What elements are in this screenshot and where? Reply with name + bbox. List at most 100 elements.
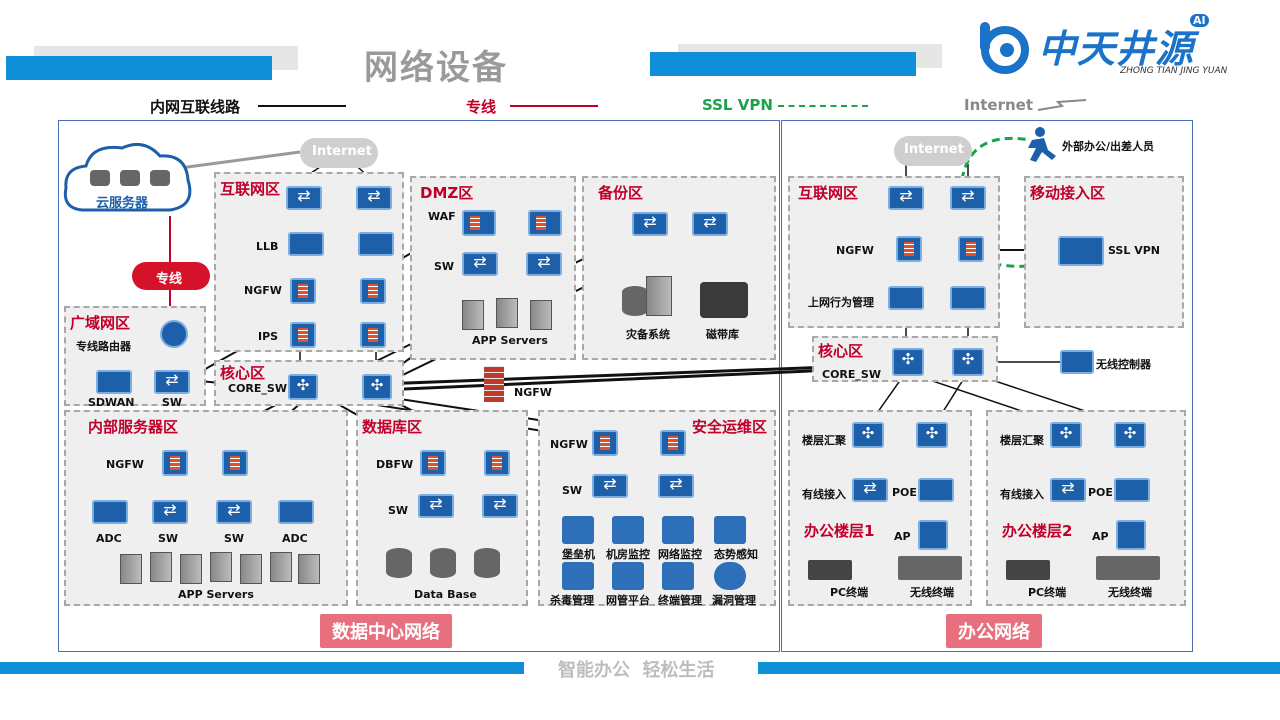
floor2-pc-icon <box>1006 560 1050 580</box>
secops-ngfw-left-icon <box>592 430 618 456</box>
dc-ngfw-left-icon <box>290 278 316 304</box>
legend-sslvpn-label: SSL VPN <box>702 96 773 114</box>
internal-ngfw-label: NGFW <box>106 458 144 471</box>
ips-right-icon <box>360 322 386 348</box>
core-switch-right-icon <box>362 374 392 400</box>
floor2-agg-right-icon <box>1114 422 1146 448</box>
header-bar-left-blue <box>6 56 272 80</box>
waf-left-icon <box>462 210 496 236</box>
floor1-poe-label: POE <box>892 486 917 499</box>
floor1-pc-icon <box>808 560 852 580</box>
floor1-access-icon <box>852 478 888 502</box>
brand-logo: 中天井源 AI ZHONG TIAN JING YUAN <box>972 14 1242 80</box>
dmz-server-icon <box>530 300 552 330</box>
floor1-access-label: 有线接入 <box>802 488 846 501</box>
disaster-label: 灾备系统 <box>626 328 670 341</box>
internal-switch-right-icon <box>216 500 252 524</box>
floor1-ap-icon <box>918 520 948 550</box>
zone-secops-title: 安全运维区 <box>692 418 768 436</box>
dbfw-right-icon <box>484 450 510 476</box>
internet-cloud-dc-label: Internet <box>312 144 372 159</box>
llb-right-icon <box>358 232 394 256</box>
network-monitor-icon <box>662 516 694 544</box>
dbfw-label: DBFW <box>376 458 414 471</box>
behavior-mgmt-label: 上网行为管理 <box>808 296 874 309</box>
wlc-label: 无线控制器 <box>1096 358 1151 371</box>
ips-left-icon <box>290 322 316 348</box>
internal-server-icon <box>120 554 142 584</box>
legend-intranet-line <box>258 105 346 107</box>
bastion-icon <box>562 516 594 544</box>
logo-subtitle: ZHONG TIAN JING YUAN <box>1120 66 1228 76</box>
floor1-name: 办公楼层1 <box>804 522 875 540</box>
office-ngfw-label: NGFW <box>836 244 874 257</box>
internal-server-icon <box>270 552 292 582</box>
vuln-mgmt-icon <box>714 562 746 590</box>
floor2-access-label: 有线接入 <box>1000 488 1044 501</box>
dmz-sw-label: SW <box>434 260 455 273</box>
internal-server-icon <box>298 554 320 584</box>
db-sw-label: SW <box>388 504 409 517</box>
logo-text: 中天井源 <box>1038 27 1195 71</box>
zone-internet-office-title: 互联网区 <box>798 184 859 202</box>
secops-item-0: 堡垒机 <box>562 548 595 561</box>
router-label: 专线路由器 <box>76 340 131 353</box>
office-frame <box>781 120 1193 652</box>
floor2-agg-left-icon <box>1050 422 1082 448</box>
antivirus-icon <box>562 562 594 590</box>
floor2-agg-label: 楼层汇聚 <box>1000 434 1044 447</box>
backup-switch-right-icon <box>692 212 728 236</box>
llb-left-icon <box>288 232 324 256</box>
dedicated-cloud <box>132 262 210 290</box>
llb-label: LLB <box>256 240 279 253</box>
floor1-agg-left-icon <box>852 422 884 448</box>
remote-worker-label: 外部办公/出差人员 <box>1062 140 1155 153</box>
tape-label: 磁带库 <box>706 328 739 341</box>
secops-item-7: 漏洞管理 <box>712 594 756 607</box>
wan-switch-icon <box>154 370 190 394</box>
disaster-storage-icon <box>622 286 648 316</box>
behavior-mgmt-right-icon <box>950 286 986 310</box>
sslvpn-gateway-icon <box>1058 236 1104 266</box>
dmz-servers-label: APP Servers <box>472 334 548 347</box>
internal-ngfw-right-icon <box>222 450 248 476</box>
zone-backup <box>582 176 776 360</box>
db-switch-right-icon <box>482 494 518 518</box>
office-ngfw-right-icon <box>958 236 984 262</box>
secops-item-5: 网管平台 <box>606 594 650 607</box>
floor1-wireless-label: 无线终端 <box>910 586 954 599</box>
office-core-switch-left-icon <box>892 348 924 376</box>
cloud-server: 云服务器 <box>60 140 196 216</box>
core-sw-label: CORE_SW <box>228 382 287 395</box>
wan-sw-label: SW <box>162 396 183 409</box>
dc-ngfw-right-icon <box>360 278 386 304</box>
dmz-switch-left-icon <box>462 252 498 276</box>
zone-mobile <box>1024 176 1184 328</box>
disaster-server-icon <box>646 276 672 316</box>
zone-internet-dc-title: 互联网区 <box>220 180 281 198</box>
floor2-ap-icon <box>1116 520 1146 550</box>
floor1-agg-label: 楼层汇聚 <box>802 434 846 447</box>
backup-switch-left-icon <box>632 212 668 236</box>
internet-line-cloud <box>179 150 301 170</box>
office-internet-switch-left-icon <box>888 186 924 210</box>
legend-dedicated-line <box>510 105 598 107</box>
legend-internet-bolt-icon <box>1037 99 1087 111</box>
datacenter-frame <box>58 120 780 652</box>
floor2-name: 办公楼层2 <box>1002 522 1073 540</box>
floor2-wireless-icon <box>1096 556 1160 580</box>
internet-switch-right-icon <box>356 186 392 210</box>
adc-right-label: ADC <box>282 532 308 545</box>
internal-sw1-label: SW <box>158 532 179 545</box>
adc-left-label: ADC <box>96 532 122 545</box>
room-monitor-icon <box>612 516 644 544</box>
zone-dmz-title: DMZ区 <box>420 184 474 202</box>
dmz-switch-right-icon <box>526 252 562 276</box>
adc-right-icon <box>278 500 314 524</box>
secops-switch-right-icon <box>658 474 694 498</box>
database-icon <box>474 548 500 578</box>
footer-bar-left <box>0 662 524 674</box>
floor2-poe-label: POE <box>1088 486 1113 499</box>
datacenter-tag: 数据中心网络 <box>320 614 452 648</box>
office-core-switch-right-icon <box>952 348 984 376</box>
